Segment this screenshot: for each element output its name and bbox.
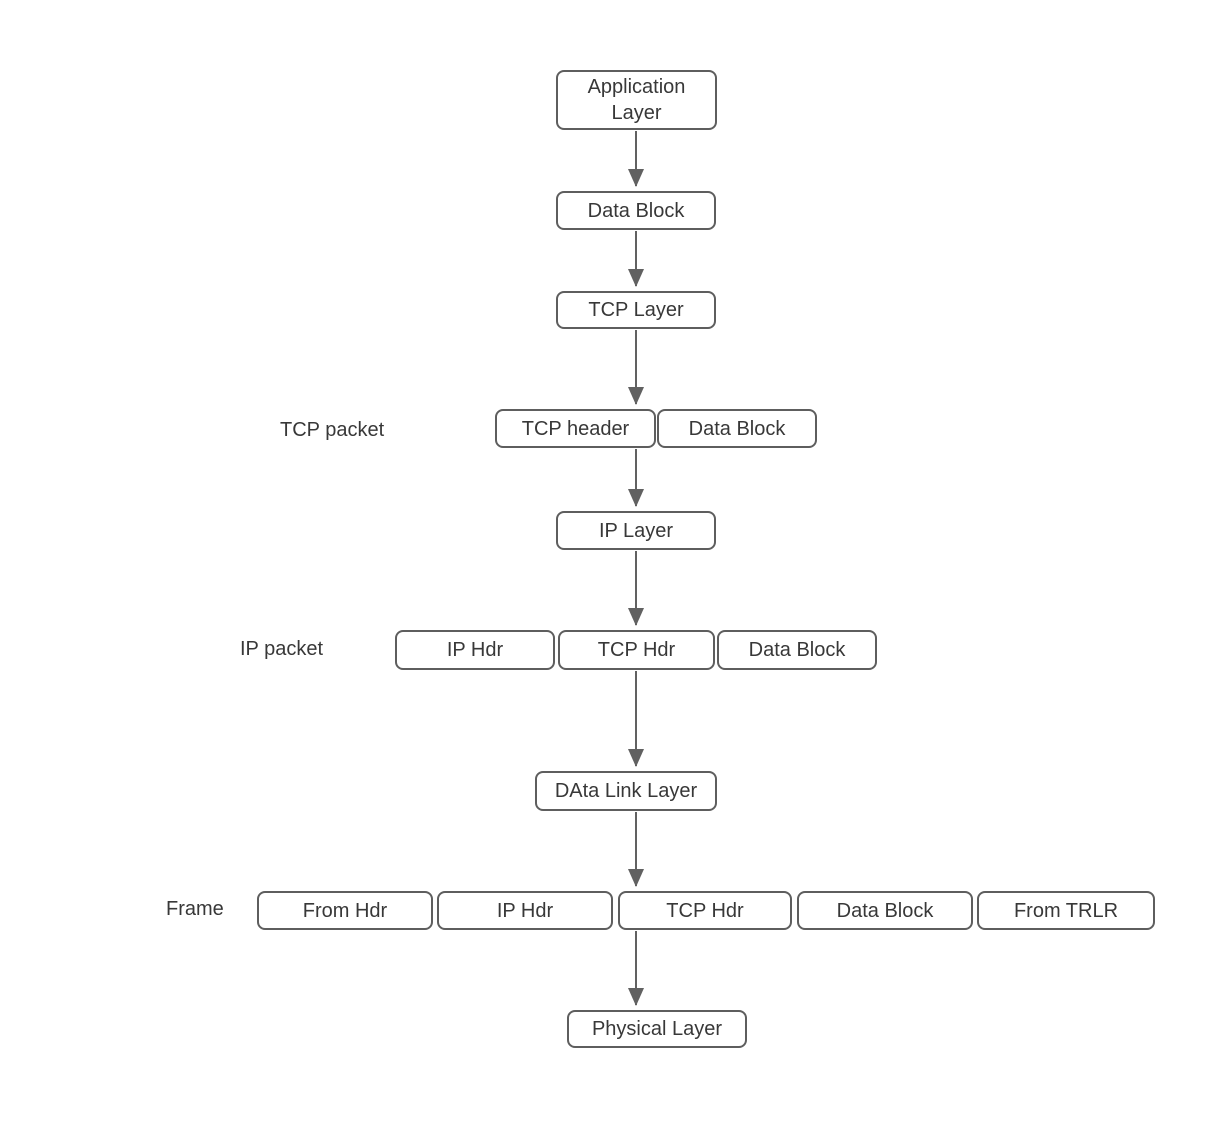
segment-tcp-hdr: TCP Hdr <box>618 891 792 930</box>
frame-label: Frame <box>166 898 224 920</box>
node-data-block: Data Block <box>556 191 716 230</box>
segment-tcp-header: TCP header <box>495 409 656 448</box>
segment-data-block: Data Block <box>717 630 877 670</box>
node-data-link-layer: DAta Link Layer <box>535 771 717 811</box>
node-ip-layer: IP Layer <box>556 511 716 550</box>
node-physical-layer: Physical Layer <box>567 1010 747 1048</box>
segment-ip-hdr: IP Hdr <box>437 891 613 930</box>
segment-ip-hdr: IP Hdr <box>395 630 555 670</box>
tcp-packet-label: TCP packet <box>280 419 385 441</box>
segment-from-hdr: From Hdr <box>257 891 433 930</box>
ip-packet-label: IP packet <box>240 638 324 660</box>
segment-data-block: Data Block <box>657 409 817 448</box>
segment-tcp-hdr: TCP Hdr <box>558 630 715 670</box>
segment-data-block: Data Block <box>797 891 973 930</box>
node-application-layer: Application Layer <box>556 70 717 130</box>
segment-from-trlr: From TRLR <box>977 891 1155 930</box>
node-tcp-layer: TCP Layer <box>556 291 716 329</box>
